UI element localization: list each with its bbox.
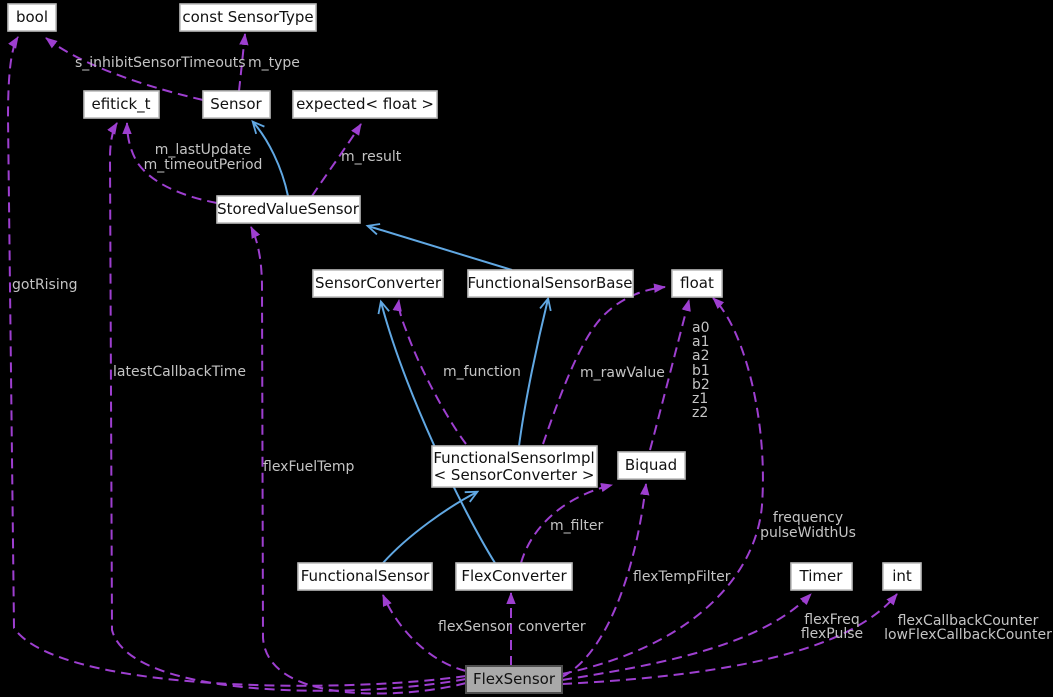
edge-label-converter: converter (518, 619, 586, 635)
edge-flexsensor-float (561, 297, 764, 675)
node-efitick-t[interactable]: efitick_t (83, 90, 160, 119)
node-int-label: int (892, 567, 912, 585)
node-functionalsensorimpl-label-line2: < SensorConverter > (434, 466, 595, 484)
node-flexsensor: FlexSensor (465, 665, 563, 694)
node-storedvaluesensor[interactable]: StoredValueSensor (216, 195, 361, 224)
edge-label-frequency: frequency (773, 510, 843, 526)
node-biquad[interactable]: Biquad (617, 451, 686, 480)
edge-label-pulsewidthus: pulseWidthUs (760, 525, 856, 541)
node-functionalsensorimpl-label-line1: FunctionalSensorImpl (433, 449, 594, 467)
node-float[interactable]: float (671, 269, 723, 298)
edge-label-b1: b1 (692, 363, 710, 379)
edge-sensor-bool (45, 37, 204, 101)
edge-label-lowflexcallbackcounter: lowFlexCallbackCounter (884, 627, 1052, 643)
node-sensor-label: Sensor (210, 95, 262, 113)
edge-flexconverter-sensorconverter (377, 299, 496, 564)
node-functionalsensor[interactable]: FunctionalSensor (297, 562, 433, 591)
edge-label-m-function: m_function (443, 364, 521, 380)
node-flexsensor-label: FlexSensor (473, 670, 556, 688)
edge-sensor-sensortype (238, 33, 249, 92)
edge-label-flexfreq: flexFreq (804, 612, 859, 628)
edge-label-latestcallbacktime: latestCallbackTime (113, 364, 246, 380)
edge-flexsensor-storedvaluesensor (250, 226, 467, 695)
node-functionalsensorbase[interactable]: FunctionalSensorBase (467, 269, 634, 298)
edge-label-m-timeoutperiod: m_timeoutPeriod (144, 157, 263, 173)
node-bool[interactable]: bool (7, 3, 57, 32)
edge-flexsensor-int (561, 593, 898, 685)
edge-label-s-inhibitsensortimeouts: s_inhibitSensorTimeouts (75, 55, 246, 71)
node-timer-label: Timer (799, 567, 844, 585)
edge-label-flextempfilter: flexTempFilter (633, 569, 731, 585)
edge-label-a2: a2 (692, 348, 710, 364)
edge-label-m-lastupdate: m_lastUpdate (155, 142, 252, 158)
edge-label-m-result: m_result (341, 149, 402, 165)
node-const-sensortype[interactable]: const SensorType (179, 3, 317, 32)
node-int[interactable]: int (882, 562, 922, 591)
edge-label-m-type: m_type (248, 55, 300, 71)
edge-functionalsensorimpl-functionalsensorbase (518, 296, 552, 447)
node-biquad-label: Biquad (625, 456, 677, 474)
edge-storedvaluesensor-efitick (122, 122, 218, 204)
edge-biquad-float (649, 299, 691, 451)
edge-label-z2: z2 (692, 405, 708, 421)
node-sensorconverter-label: SensorConverter (315, 274, 442, 292)
node-sensor[interactable]: Sensor (202, 90, 271, 119)
node-expected-float[interactable]: expected< float > (292, 90, 438, 119)
node-flexconverter-label: FlexConverter (461, 567, 567, 585)
edge-functionalsensorimpl-float (542, 283, 666, 445)
edge-label-z1: z1 (692, 391, 708, 407)
node-functionalsensorimpl[interactable]: FunctionalSensorImpl < SensorConverter > (431, 445, 598, 488)
node-bool-label: bool (16, 8, 48, 26)
edge-label-m-filter: m_filter (550, 518, 603, 534)
edge-storedvaluesensor-sensor (251, 120, 289, 197)
edge-flexsensor-functionalsensor (382, 594, 467, 672)
edge-label-flexfueltemp: flexFuelTemp (263, 459, 355, 475)
edge-flexsensor-timer (561, 593, 812, 681)
node-expected-float-label: expected< float > (296, 95, 434, 113)
node-const-sensortype-label: const SensorType (182, 8, 313, 26)
edge-functionalsensorimpl-sensorconverter (392, 299, 467, 445)
edge-storedvaluesensor-expected (311, 123, 362, 197)
edge-label-gotrising: gotRising (12, 277, 78, 293)
edge-functionalsensor-functionalsensorimpl (382, 490, 480, 564)
node-functionalsensorbase-label: FunctionalSensorBase (467, 274, 632, 292)
node-storedvaluesensor-label: StoredValueSensor (217, 200, 360, 218)
edge-label-flexcallbackcounter: flexCallbackCounter (898, 613, 1039, 629)
edge-flexsensor-biquad (561, 483, 650, 678)
edge-label-a0: a0 (692, 320, 710, 336)
edge-label-a1: a1 (692, 334, 710, 350)
node-flexconverter[interactable]: FlexConverter (455, 562, 573, 591)
node-float-label: float (680, 274, 714, 292)
edge-functionalsensorbase-storedvaluesensor (365, 223, 513, 271)
edge-flexsensor-efitick (107, 122, 467, 692)
node-sensorconverter[interactable]: SensorConverter (312, 269, 444, 298)
edge-label-m-rawvalue: m_rawValue (580, 365, 665, 381)
node-timer[interactable]: Timer (790, 562, 853, 591)
edge-label-flexpulse: flexPulse (801, 626, 863, 642)
edge-label-flexsensor: flexSensor (438, 619, 512, 635)
node-functionalsensor-label: FunctionalSensor (301, 567, 430, 585)
edge-flexsensor-bool (6, 36, 467, 687)
node-efitick-t-label: efitick_t (91, 95, 150, 114)
edge-label-b2: b2 (692, 377, 710, 393)
